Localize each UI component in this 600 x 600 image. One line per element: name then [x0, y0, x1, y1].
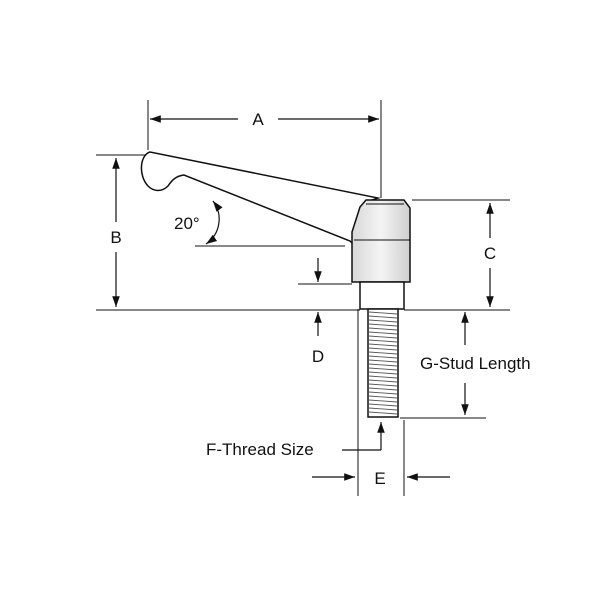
thread-line: [368, 407, 398, 411]
thread-line: [368, 371, 398, 375]
thread-line: [368, 379, 398, 383]
thread-line: [368, 319, 398, 323]
dimension-c: C: [404, 199, 510, 311]
threaded-stud: [367, 308, 399, 418]
thread-line: [368, 411, 398, 415]
thread-line: [368, 331, 398, 335]
thread-line: [368, 335, 398, 339]
thread-line: [368, 351, 398, 355]
thread-line: [368, 391, 398, 395]
thread-line: [368, 311, 398, 315]
thread-line: [368, 323, 398, 327]
thread-line: [368, 363, 398, 367]
dimension-g: G-Stud Length: [400, 312, 531, 419]
thread-line: [368, 339, 398, 343]
thread-line: [368, 367, 398, 371]
thread-line: [368, 315, 398, 319]
label-e: E: [374, 469, 385, 488]
angle-indicator: 20°: [174, 200, 345, 247]
label-stud-length: G-Stud Length: [420, 354, 531, 373]
dimension-b: B: [96, 154, 360, 311]
label-d: D: [312, 347, 324, 366]
thread-line: [368, 375, 398, 379]
thread-line: [368, 387, 398, 391]
label-angle: 20°: [174, 214, 200, 233]
thread-line: [368, 327, 398, 331]
label-c: C: [484, 244, 496, 263]
label-a: A: [252, 110, 264, 129]
thread-line: [368, 399, 398, 403]
thread-size-callout: F-Thread Size: [206, 422, 385, 459]
thread-line: [368, 359, 398, 363]
thread-line: [368, 355, 398, 359]
label-b: B: [110, 228, 121, 247]
thread-line: [368, 347, 398, 351]
dimension-e: E: [312, 309, 450, 496]
handle-lever: [140, 151, 381, 248]
thread-line: [368, 403, 398, 407]
handle-hub: [351, 199, 411, 310]
dimension-d: D: [298, 258, 352, 366]
thread-line: [368, 383, 398, 387]
thread-line: [368, 343, 398, 347]
label-thread-size: F-Thread Size: [206, 440, 314, 459]
thread-line: [368, 395, 398, 399]
dimension-a: A: [147, 100, 382, 198]
stud-threads: [368, 311, 398, 415]
